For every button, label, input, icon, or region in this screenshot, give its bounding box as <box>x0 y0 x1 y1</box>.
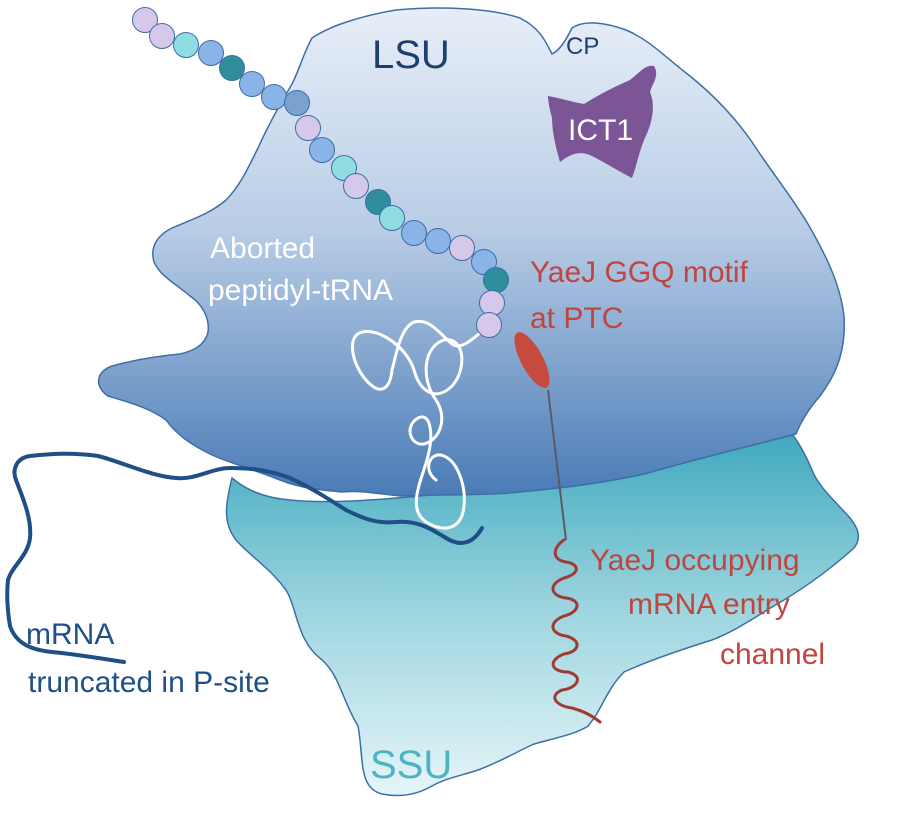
mrna-strand <box>5 451 484 664</box>
mrna-label-line2: truncated in P-site <box>28 666 270 699</box>
peptide-bead <box>331 155 357 181</box>
peptide-bead <box>471 249 497 275</box>
ict1-label: ICT1 <box>568 114 633 147</box>
peptide-bead <box>343 173 369 199</box>
peptide-bead <box>198 40 224 66</box>
yaej-helix <box>551 538 602 724</box>
peptide-bead <box>483 267 509 293</box>
peptide-bead <box>479 290 505 316</box>
peptide-bead <box>132 7 158 33</box>
yaej-linker <box>547 389 567 541</box>
peptide-bead <box>173 32 199 58</box>
peptide-bead <box>425 228 451 254</box>
ssu-label: SSU <box>370 743 452 787</box>
peptide-bead <box>284 90 310 116</box>
peptide-bead <box>379 205 405 231</box>
lsu-label: LSU <box>372 33 450 77</box>
occupying-label-line1: YaeJ occupying <box>590 544 800 577</box>
peptide-bead <box>261 84 287 110</box>
peptide-bead <box>476 312 502 338</box>
peptide-bead <box>239 71 265 97</box>
peptide-bead <box>219 55 245 81</box>
cp-label: CP <box>566 33 599 60</box>
peptide-bead <box>149 23 175 49</box>
occupying-label-line3: channel <box>720 638 825 671</box>
peptide-bead <box>449 235 475 261</box>
peptide-bead <box>295 115 321 141</box>
aborted-label-line1: Aborted <box>210 232 315 265</box>
ggq-label-line1: YaeJ GGQ motif <box>530 256 749 289</box>
mrna-label-line1: mRNA <box>26 618 114 651</box>
occupying-label-line2: mRNA entry <box>628 588 790 621</box>
yaej-ggq-domain <box>514 332 550 388</box>
peptide-bead <box>401 220 427 246</box>
peptide-bead <box>309 137 335 163</box>
aborted-label-line2: peptidyl-tRNA <box>208 274 393 307</box>
nascent-peptide-chain <box>132 7 509 338</box>
peptidyl-trna-shape <box>350 319 490 530</box>
ggq-label-line2: at PTC <box>530 302 623 335</box>
ict1-shape <box>548 65 657 178</box>
